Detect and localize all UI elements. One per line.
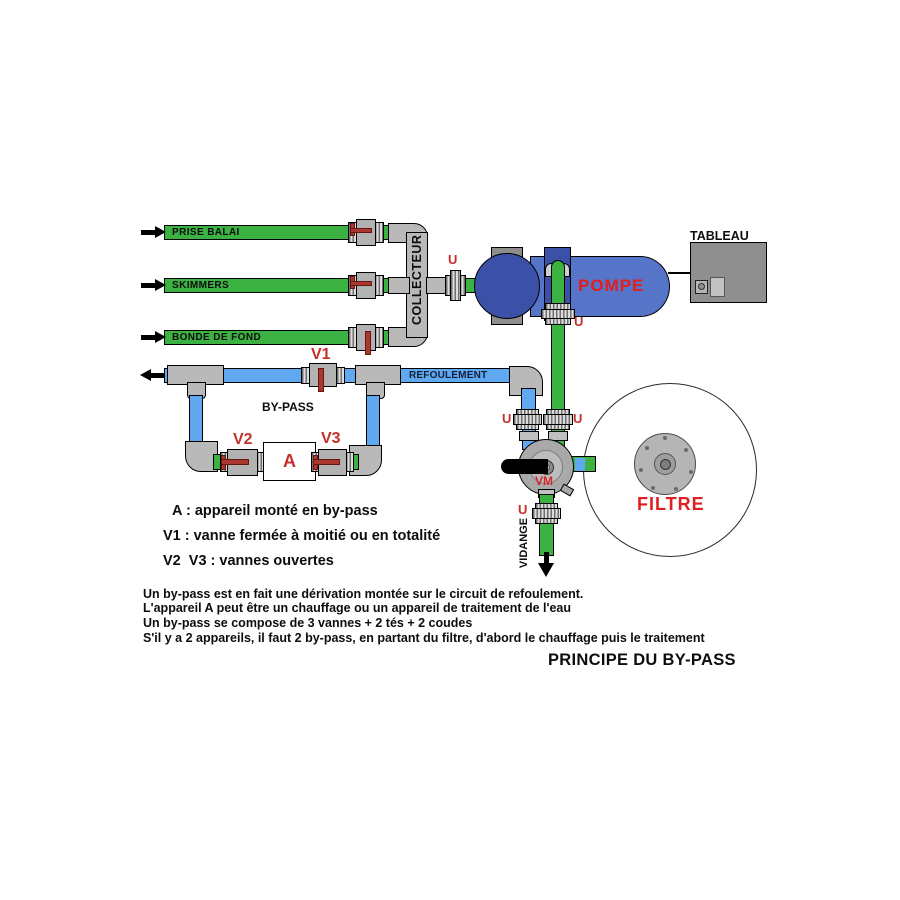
filter-lid	[634, 433, 696, 495]
pump-label: POMPE	[578, 276, 645, 295]
vm-handle-icon	[501, 459, 548, 474]
lid-bolt-icon	[684, 448, 688, 452]
vm-port-collar	[519, 431, 539, 441]
inlet-arrow-icon	[141, 335, 156, 340]
lid-bolt-icon	[689, 470, 693, 474]
legend-line-appliance: A : appareil monté en by-pass	[172, 503, 378, 519]
legend-line-v2-v3: V2 V3 : vannes ouvertes	[163, 553, 334, 569]
union-label: U	[573, 411, 583, 426]
lid-bolt-icon	[663, 436, 667, 440]
valve-lever-open-icon	[221, 459, 249, 465]
drain-arrowhead-icon	[538, 563, 554, 577]
vm-label: VM	[535, 474, 553, 488]
electrical-panel-box	[690, 242, 767, 303]
pipe-label-skimmers: SKIMMERS	[172, 280, 230, 291]
filter-label: FILTRE	[637, 494, 705, 514]
collector-middle-stub	[388, 277, 410, 294]
lid-bolt-icon	[645, 446, 649, 450]
elbow-bypass-left	[185, 441, 218, 472]
valve-lever-open-icon	[350, 281, 372, 286]
note-line-3: Un by-pass se compose de 3 vannes + 2 té…	[143, 616, 473, 630]
union-fitting-band	[513, 414, 542, 425]
union-label: U	[574, 314, 584, 329]
valve-v1-label: V1	[311, 346, 331, 363]
panel-socket-hole-icon	[698, 283, 705, 290]
valve-lever-open-icon	[313, 459, 340, 465]
vidange-label: VIDANGE	[518, 517, 530, 569]
union-fitting-band	[532, 508, 561, 519]
union-fitting-band	[541, 309, 575, 319]
lid-bolt-icon	[651, 486, 655, 490]
refoulement-label: REFOULEMENT	[409, 370, 488, 381]
lid-bolt-icon	[674, 487, 678, 491]
appliance-box: A	[263, 442, 316, 481]
valve-v3-label: V3	[321, 430, 341, 447]
pipe-label-prise-balai: PRISE BALAI	[172, 227, 240, 238]
union-label: U	[518, 502, 528, 517]
inlet-arrowhead-icon	[155, 226, 166, 238]
note-line-4: S'il y a 2 appareils, il faut 2 by-pass,…	[143, 631, 705, 645]
valve-lever-closed-icon	[365, 331, 371, 355]
union-fitting-band	[450, 270, 461, 301]
union-fitting-band	[543, 414, 573, 425]
page-title: PRINCIPE DU BY-PASS	[548, 651, 736, 669]
outlet-arrow-icon	[150, 373, 165, 378]
vm-drain-tab	[559, 483, 575, 497]
filter-lid-hub-center	[660, 459, 671, 470]
valve-v2-label: V2	[233, 431, 253, 448]
collector-label: COLLECTEUR	[410, 234, 424, 325]
pump-prefilter-pot	[474, 253, 540, 319]
inlet-arrow-icon	[141, 230, 156, 235]
legend-line-v1: V1 : vanne fermée à moitié ou en totalit…	[163, 528, 441, 544]
valve-lever-open-icon	[350, 228, 372, 233]
pipe-bypass-left-vertical	[189, 395, 203, 447]
vm-port-collar	[548, 431, 568, 441]
pipe-label-bonde-de-fond: BONDE DE FOND	[172, 332, 262, 343]
inlet-arrowhead-icon	[155, 279, 166, 291]
inlet-arrow-icon	[141, 283, 156, 288]
panel-label: TABLEAU	[690, 229, 749, 243]
inlet-arrowhead-icon	[155, 331, 166, 343]
appliance-label: A	[283, 451, 296, 471]
valve-collar	[336, 367, 345, 384]
drain-arrow-icon	[544, 552, 549, 565]
pipe-bypass-right-vertical	[366, 395, 380, 451]
note-line-2: L'appareil A peut être un chauffage ou u…	[143, 601, 572, 615]
power-wire	[668, 272, 692, 274]
panel-switch	[710, 277, 725, 297]
lid-bolt-icon	[639, 468, 643, 472]
note-line-1: Un by-pass est en fait une dérivation mo…	[143, 587, 584, 601]
union-label: U	[502, 411, 512, 426]
outlet-arrowhead-icon	[140, 369, 151, 381]
valve-lever-closed-icon	[318, 368, 324, 392]
bypass-label: BY-PASS	[262, 400, 314, 414]
pipe-vm-to-filter-band	[575, 457, 585, 471]
union-label: U	[448, 252, 458, 267]
